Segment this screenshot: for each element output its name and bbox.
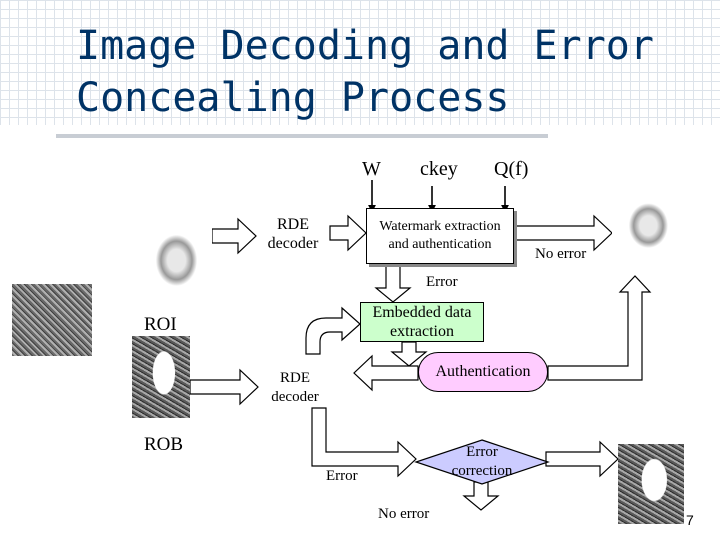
roi-curve-arrow — [305, 306, 361, 355]
no-error-label-bottom: No error — [378, 506, 430, 522]
title-line-1: Image Decoding and Error — [76, 23, 654, 69]
authentication-label: Authentication — [435, 363, 531, 380]
watermark-extraction-box: Watermark extraction and authentication — [366, 208, 514, 264]
rob-label: ROB — [144, 434, 184, 455]
error-path-arrow — [311, 407, 417, 478]
error-label-down: Error — [426, 274, 458, 290]
embedded-data-extraction-label: Embedded data extraction — [372, 304, 472, 340]
rde-to-watermark-arrow — [329, 214, 367, 252]
authentication-box: Authentication — [418, 352, 548, 392]
output-image-no-error — [612, 192, 682, 262]
no-error-label-right: No error — [535, 246, 587, 262]
no-error-down-arrow — [462, 481, 500, 511]
rob-image — [132, 336, 190, 418]
title-line-2: Concealing Process — [76, 75, 510, 121]
title-rule — [56, 134, 548, 138]
rde-decoder-bottom: RDE decoder — [258, 366, 332, 410]
background-grid — [0, 0, 720, 125]
qf-label: Q(f) — [494, 158, 529, 180]
rde-decoder-bottom-label: RDE decoder — [271, 370, 319, 405]
rde-decoder-top-label: RDE decoder — [267, 216, 319, 252]
correction-out-arrow — [545, 440, 619, 478]
input-block-arrow — [211, 217, 257, 255]
no-error-block-arrow — [513, 214, 613, 252]
w-label: W — [362, 158, 381, 180]
error-down-arrow — [374, 261, 412, 303]
rde-decoder-top: RDE decoder — [256, 212, 330, 256]
roi-image — [12, 284, 92, 356]
watermark-extraction-label: Watermark extraction and authentication — [379, 219, 501, 252]
embedded-data-extraction-box: Embedded data extraction — [360, 302, 484, 342]
auth-up-arrow — [547, 275, 652, 381]
page-number: 7 — [686, 512, 694, 528]
error-correction-label: Error correction — [451, 444, 513, 479]
output-image-corrected — [618, 444, 684, 524]
auth-to-rde-arrow — [353, 354, 419, 392]
error-correction-diamond — [414, 439, 550, 485]
embedded-to-auth-arrow — [390, 341, 428, 367]
encoded-image-thumbnail — [138, 222, 212, 302]
rob-input-arrow — [189, 368, 259, 406]
error-label-bottom: Error — [326, 468, 358, 484]
error-correction-box: Error correction — [436, 442, 528, 482]
slide-title: Image Decoding and Error Concealing Proc… — [76, 20, 716, 124]
roi-label: ROI — [144, 314, 177, 335]
ckey-label: ckey — [420, 158, 458, 180]
